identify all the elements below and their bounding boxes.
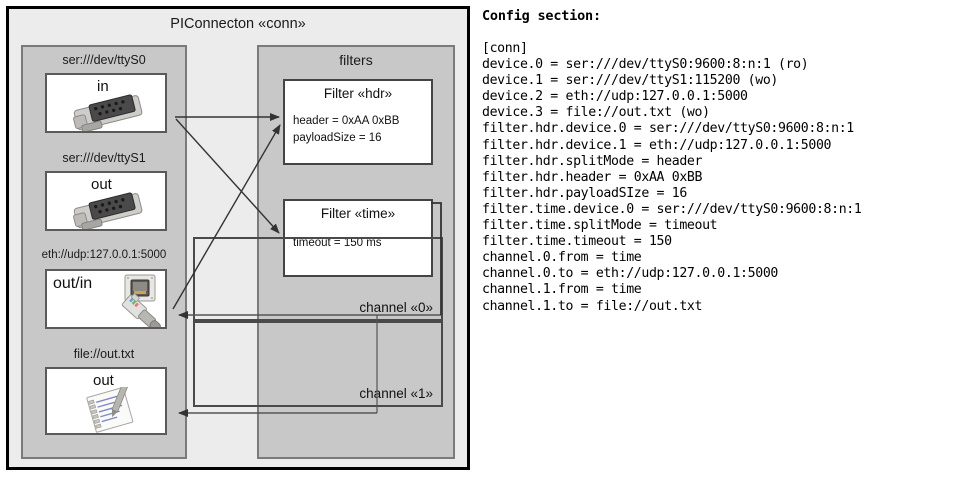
config-heading: Config section: xyxy=(482,8,601,24)
filter-title-hdr: Filter «hdr» xyxy=(323,86,393,101)
filter-prop-header: header = 0xAA 0xBB xyxy=(293,115,400,127)
device-card-ttyS1[interactable]: out xyxy=(45,171,167,231)
channel-label-1: channel «1» xyxy=(359,386,433,401)
device-label-file: file://out.txt xyxy=(73,347,135,361)
device-label-eth: eth://udp:127.0.0.1:5000 xyxy=(41,249,167,261)
serial-db9-icon xyxy=(73,192,143,229)
device-label-ttyS0: ser:///dev/ttyS0 xyxy=(62,53,146,67)
config-section: Config section: [conn] device.0 = ser://… xyxy=(482,8,960,315)
diagram-container: PIConnecton «conn» ser:///dev/ttyS0 in xyxy=(6,6,470,470)
channel-box-1[interactable]: channel «1» xyxy=(193,321,443,407)
filters-panel: filters Filter «hdr» header = 0xAA 0xBB … xyxy=(193,45,455,459)
device-label-ttyS1: ser:///dev/ttyS1 xyxy=(62,151,146,165)
device-io-file: out xyxy=(93,372,114,389)
filter-title-time: Filter «time» xyxy=(320,206,396,221)
device-card-eth[interactable]: out/in xyxy=(45,269,167,329)
filter-prop-timeout: timeout = 150 ms xyxy=(293,237,382,249)
diagram-title: PIConnecton «conn» xyxy=(170,16,306,32)
text-file-icon xyxy=(86,387,134,433)
ethernet-rj45-icon xyxy=(121,274,161,327)
devices-panel: ser:///dev/ttyS0 in xyxy=(21,45,187,459)
channel-label-0: channel «0» xyxy=(359,300,433,315)
config-text: [conn] device.0 = ser:///dev/ttyS0:9600:… xyxy=(482,41,862,314)
serial-db9-icon xyxy=(73,94,143,131)
channel-box-0[interactable]: channel «0» xyxy=(193,237,443,321)
filter-prop-payload-size: payloadSize = 16 xyxy=(293,132,382,144)
filter-box-hdr[interactable]: Filter «hdr» header = 0xAA 0xBB payloadS… xyxy=(283,79,433,165)
device-io-ttyS1: out xyxy=(91,176,112,193)
device-io-eth: out/in xyxy=(53,275,93,292)
device-card-ttyS0[interactable]: in xyxy=(45,73,167,133)
filters-panel-title: filters xyxy=(339,52,373,68)
device-card-file[interactable]: out xyxy=(45,367,167,435)
device-io-ttyS0: in xyxy=(97,78,109,95)
